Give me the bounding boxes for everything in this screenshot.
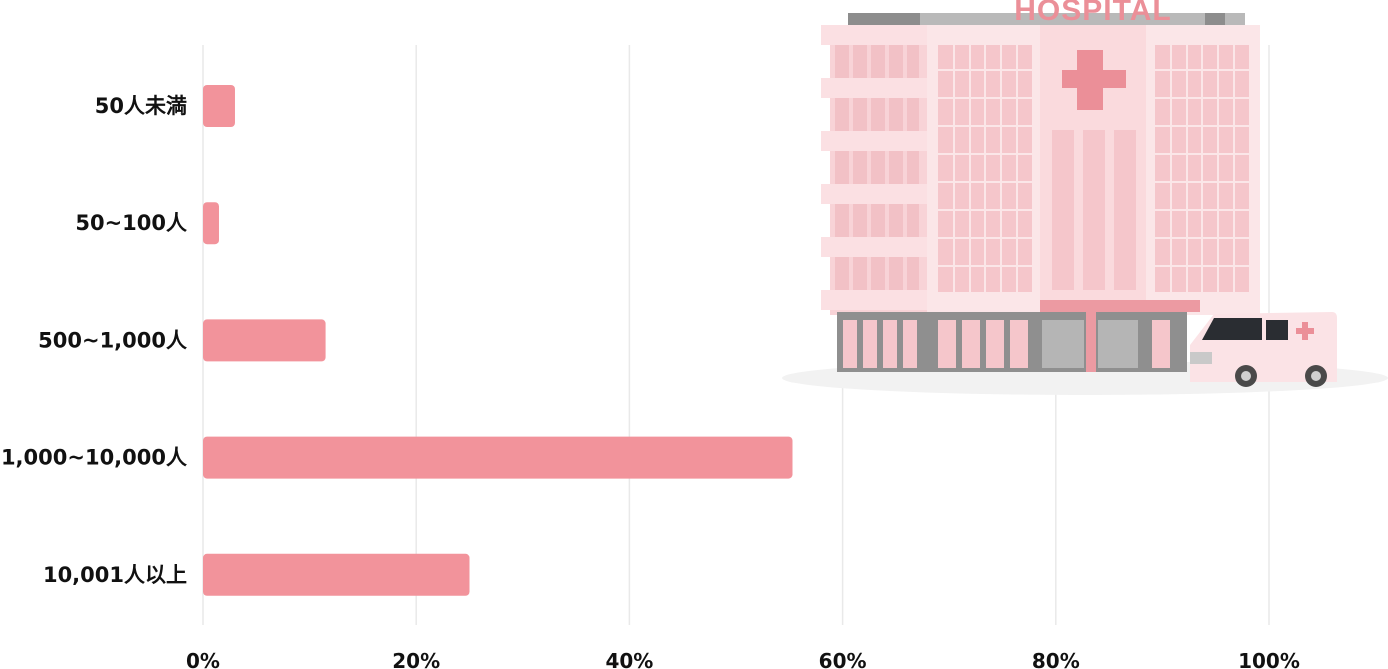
bar xyxy=(203,553,470,596)
category-label: 50人未満 xyxy=(95,94,187,118)
hospital-sign-text: HOSPITAL xyxy=(1014,0,1171,27)
x-tick-label: 80% xyxy=(1032,649,1080,669)
category-label: 10,001人以上 xyxy=(43,563,187,587)
category-label: 1,000~10,000人 xyxy=(1,446,187,470)
bar xyxy=(203,202,219,245)
x-axis-tick-labels: 0% 20% 40% 60% 80% 100% xyxy=(186,649,1300,669)
bar xyxy=(203,319,326,362)
x-tick-label: 20% xyxy=(392,649,440,669)
bar xyxy=(203,85,235,127)
category-labels: 50人未満 50~100人 500~1,000人 1,000~10,000人 10,00… xyxy=(1,94,187,587)
bar xyxy=(203,436,793,479)
x-tick-label: 100% xyxy=(1238,649,1300,669)
hospital-illustration-icon: HOSPITAL xyxy=(782,0,1388,395)
x-tick-label: 60% xyxy=(819,649,867,669)
x-tick-label: 40% xyxy=(605,649,653,669)
bars xyxy=(203,85,793,596)
category-label: 500~1,000人 xyxy=(38,328,187,352)
x-tick-label: 0% xyxy=(186,649,220,669)
category-label: 50~100人 xyxy=(75,211,187,235)
